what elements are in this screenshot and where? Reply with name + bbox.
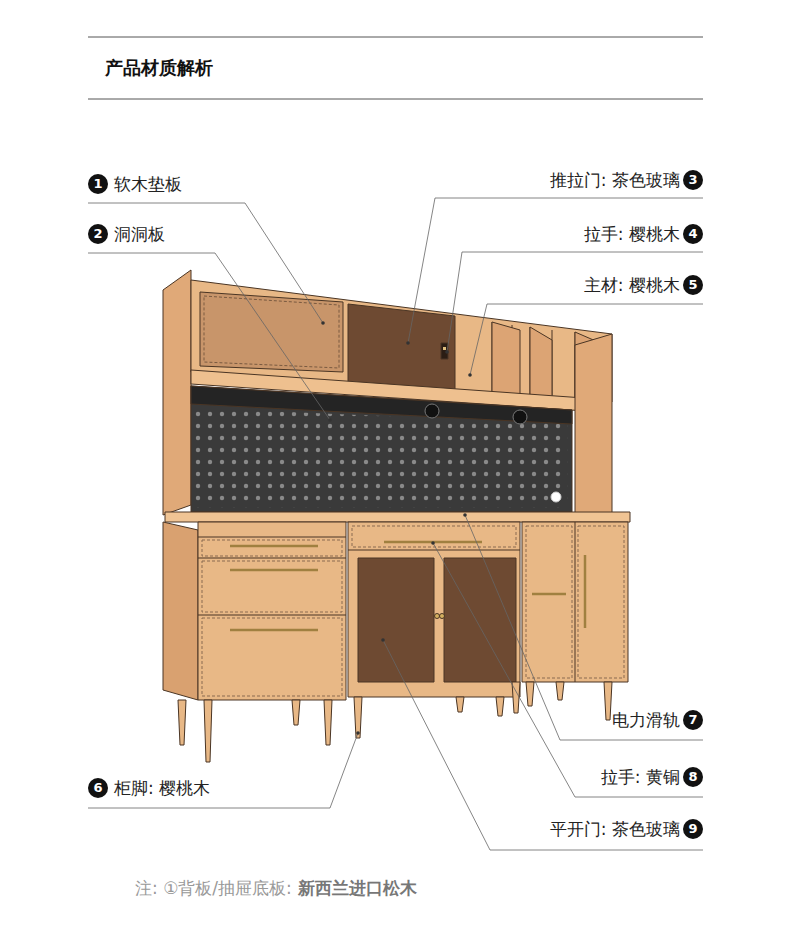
callout-label: 主材: 樱桃木 xyxy=(584,275,680,295)
callout-label: 柜脚: 樱桃木 xyxy=(114,778,210,798)
callout-number: 7 xyxy=(683,710,703,730)
callout-label: 洞洞板 xyxy=(114,224,165,244)
note-text: 新西兰进口松木 xyxy=(298,878,417,898)
callout-number: 5 xyxy=(683,275,703,295)
callout-label: 电力滑轨 xyxy=(612,710,680,730)
callout-number: 3 xyxy=(683,170,703,190)
callout-number: 8 xyxy=(683,767,703,787)
callout-number: 9 xyxy=(683,819,703,839)
note-text: 注: ①背板/抽屉底板: xyxy=(135,878,292,898)
callout-number: 4 xyxy=(683,224,703,244)
callout-label: 推拉门: 茶色玻璃 xyxy=(550,170,680,190)
callout-label: 软木垫板 xyxy=(114,174,182,194)
callout-number: 1 xyxy=(88,174,108,194)
callout-label: 拉手: 樱桃木 xyxy=(584,224,680,244)
title: 产品材质解析 xyxy=(105,57,213,79)
callout-number: 6 xyxy=(88,778,108,798)
callout-number: 2 xyxy=(88,224,108,244)
callout-label: 平开门: 茶色玻璃 xyxy=(550,819,680,839)
callout-label: 拉手: 黄铜 xyxy=(601,767,680,787)
